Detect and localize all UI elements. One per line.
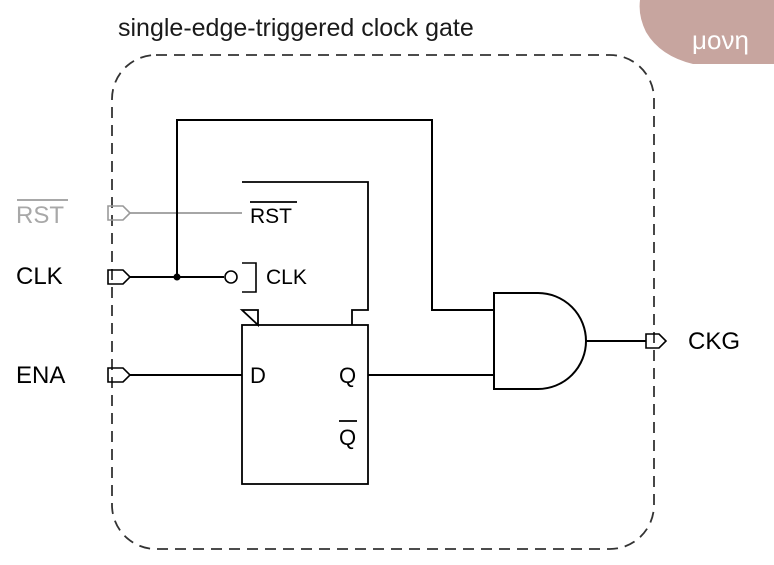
diagram-title: single-edge-triggered clock gate (118, 14, 474, 42)
ena-port-label: ENA (16, 362, 65, 389)
clk-signal: CLK (16, 119, 494, 311)
flipflop-q-label: Q (339, 363, 356, 388)
latch-rst-label: RST (250, 205, 292, 228)
ckg-port-label: CKG (688, 328, 740, 355)
flipflop-block: D Q Q (241, 324, 494, 485)
clk-inversion-bubble (224, 270, 238, 284)
corner-badge: μονη (639, 0, 774, 64)
rst-signal: RST (16, 199, 242, 229)
clk-edge-bracket (242, 262, 257, 293)
latch-outline (239, 181, 369, 328)
rst-port-arrow (107, 205, 132, 221)
and-gate (493, 292, 587, 390)
ckg-port-arrow (645, 333, 668, 349)
ckg-signal: CKG (586, 328, 740, 355)
latch-block: RST CLK (224, 181, 369, 328)
clk-feedback-wire (176, 119, 494, 311)
rst-port-label: RST (16, 202, 64, 229)
flipflop-outline (241, 324, 369, 485)
clk-port-arrow (107, 269, 132, 285)
clk-port-label: CLK (16, 263, 63, 290)
flipflop-d-label: D (250, 363, 266, 388)
ena-port-arrow (107, 367, 132, 383)
corner-badge-shape (639, 0, 774, 64)
gate-boundary (111, 54, 655, 550)
latch-clk-label: CLK (266, 266, 307, 289)
flipflop-qbar-label: Q (339, 425, 356, 450)
ena-signal: ENA (16, 362, 242, 389)
corner-badge-text: μονη (692, 25, 749, 55)
